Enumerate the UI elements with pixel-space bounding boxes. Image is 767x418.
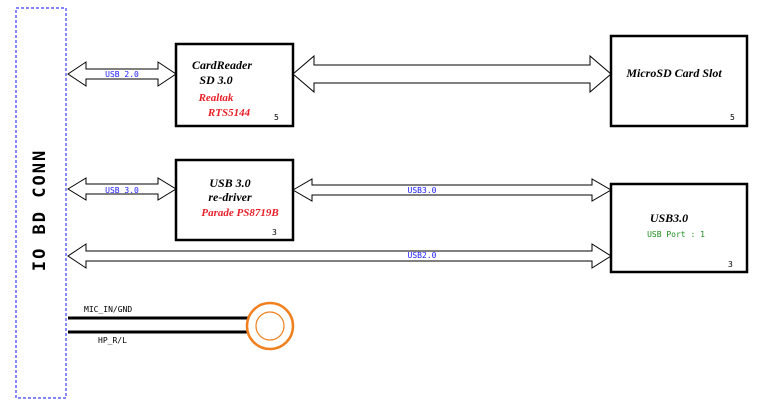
microsd-block [609, 34, 749, 128]
usb3-link-label: USB3.0 [408, 186, 437, 195]
usb3-link-arrow [292, 178, 612, 202]
cardreader-part: RTS5144 [207, 107, 251, 119]
microsd-title: MicroSD Card Slot [625, 66, 722, 80]
cardreader-title: CardReader [192, 58, 252, 72]
io-bd-connector-label: IO BD CONN [30, 149, 50, 271]
hp-label: HP_R/L [98, 336, 127, 345]
usb3-redriver-block [174, 158, 295, 242]
usb20-cardreader-label: USB 2.0 [105, 70, 139, 79]
usb2-link-arrow [67, 243, 612, 269]
usb3-port-subtitle: USB Port : 1 [647, 230, 705, 239]
cardreader-block [174, 42, 295, 128]
mic-in-label: MIC_IN/GND [84, 305, 132, 314]
cardreader-page: 5 [274, 113, 279, 122]
usb30-redriver-label: USB 3.0 [105, 186, 139, 195]
usb3-redriver-title: USB 3.0 [209, 176, 250, 190]
io-bd-connector-frame [15, 7, 67, 399]
usb3-redriver-vendor: Parade PS8719B [201, 207, 278, 219]
cardreader-vendor: Realtak [198, 92, 234, 104]
audio-jack-inner-icon [255, 311, 285, 341]
usb3-redriver-page: 3 [272, 228, 277, 237]
usb3-port-page: 3 [728, 260, 733, 269]
cardreader-spec: SD 3.0 [199, 73, 232, 87]
usb2-link-label: USB2.0 [408, 251, 437, 260]
microsd-page: 5 [730, 113, 735, 122]
usb3-redriver-subtitle: re-driver [208, 190, 252, 204]
usb3-port-title: USB3.0 [650, 211, 688, 225]
usb3-port-block [609, 182, 749, 274]
sd-link-arrow [292, 54, 612, 94]
